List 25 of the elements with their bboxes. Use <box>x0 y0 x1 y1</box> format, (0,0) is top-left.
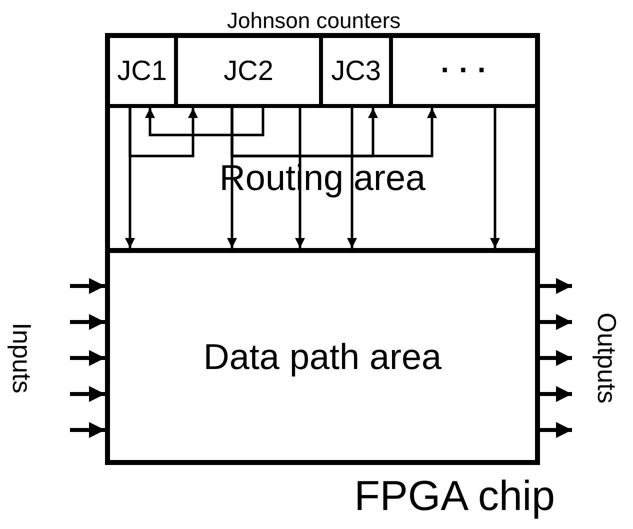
routing-arrow <box>230 107 437 158</box>
routing-arrow <box>490 107 500 248</box>
band-heading: Johnson counters <box>226 10 401 32</box>
routing-arrow <box>295 107 305 248</box>
counter-label: JC1 <box>117 57 167 85</box>
io-arrow <box>540 386 572 402</box>
region-label: Data path area <box>203 338 442 374</box>
routing-arrow <box>145 107 264 136</box>
io-arrow <box>540 422 572 438</box>
side-label: Outputs <box>594 312 620 404</box>
counter-label: JC2 <box>224 57 274 85</box>
io-arrow <box>70 386 105 402</box>
counter-label: JC3 <box>331 57 381 85</box>
ellipsis-text: · · · <box>440 56 488 86</box>
io-arrow <box>70 314 105 330</box>
io-arrow <box>70 422 105 438</box>
chip-title: FPGA chip <box>354 475 555 517</box>
routing-arrow <box>347 107 357 248</box>
io-arrow <box>70 278 105 294</box>
io-arrow <box>540 350 572 366</box>
side-label: Inputs <box>9 322 35 394</box>
io-arrow <box>70 350 105 366</box>
io-arrow <box>540 314 572 330</box>
io-arrow <box>540 278 572 294</box>
routing-arrow <box>128 107 198 158</box>
